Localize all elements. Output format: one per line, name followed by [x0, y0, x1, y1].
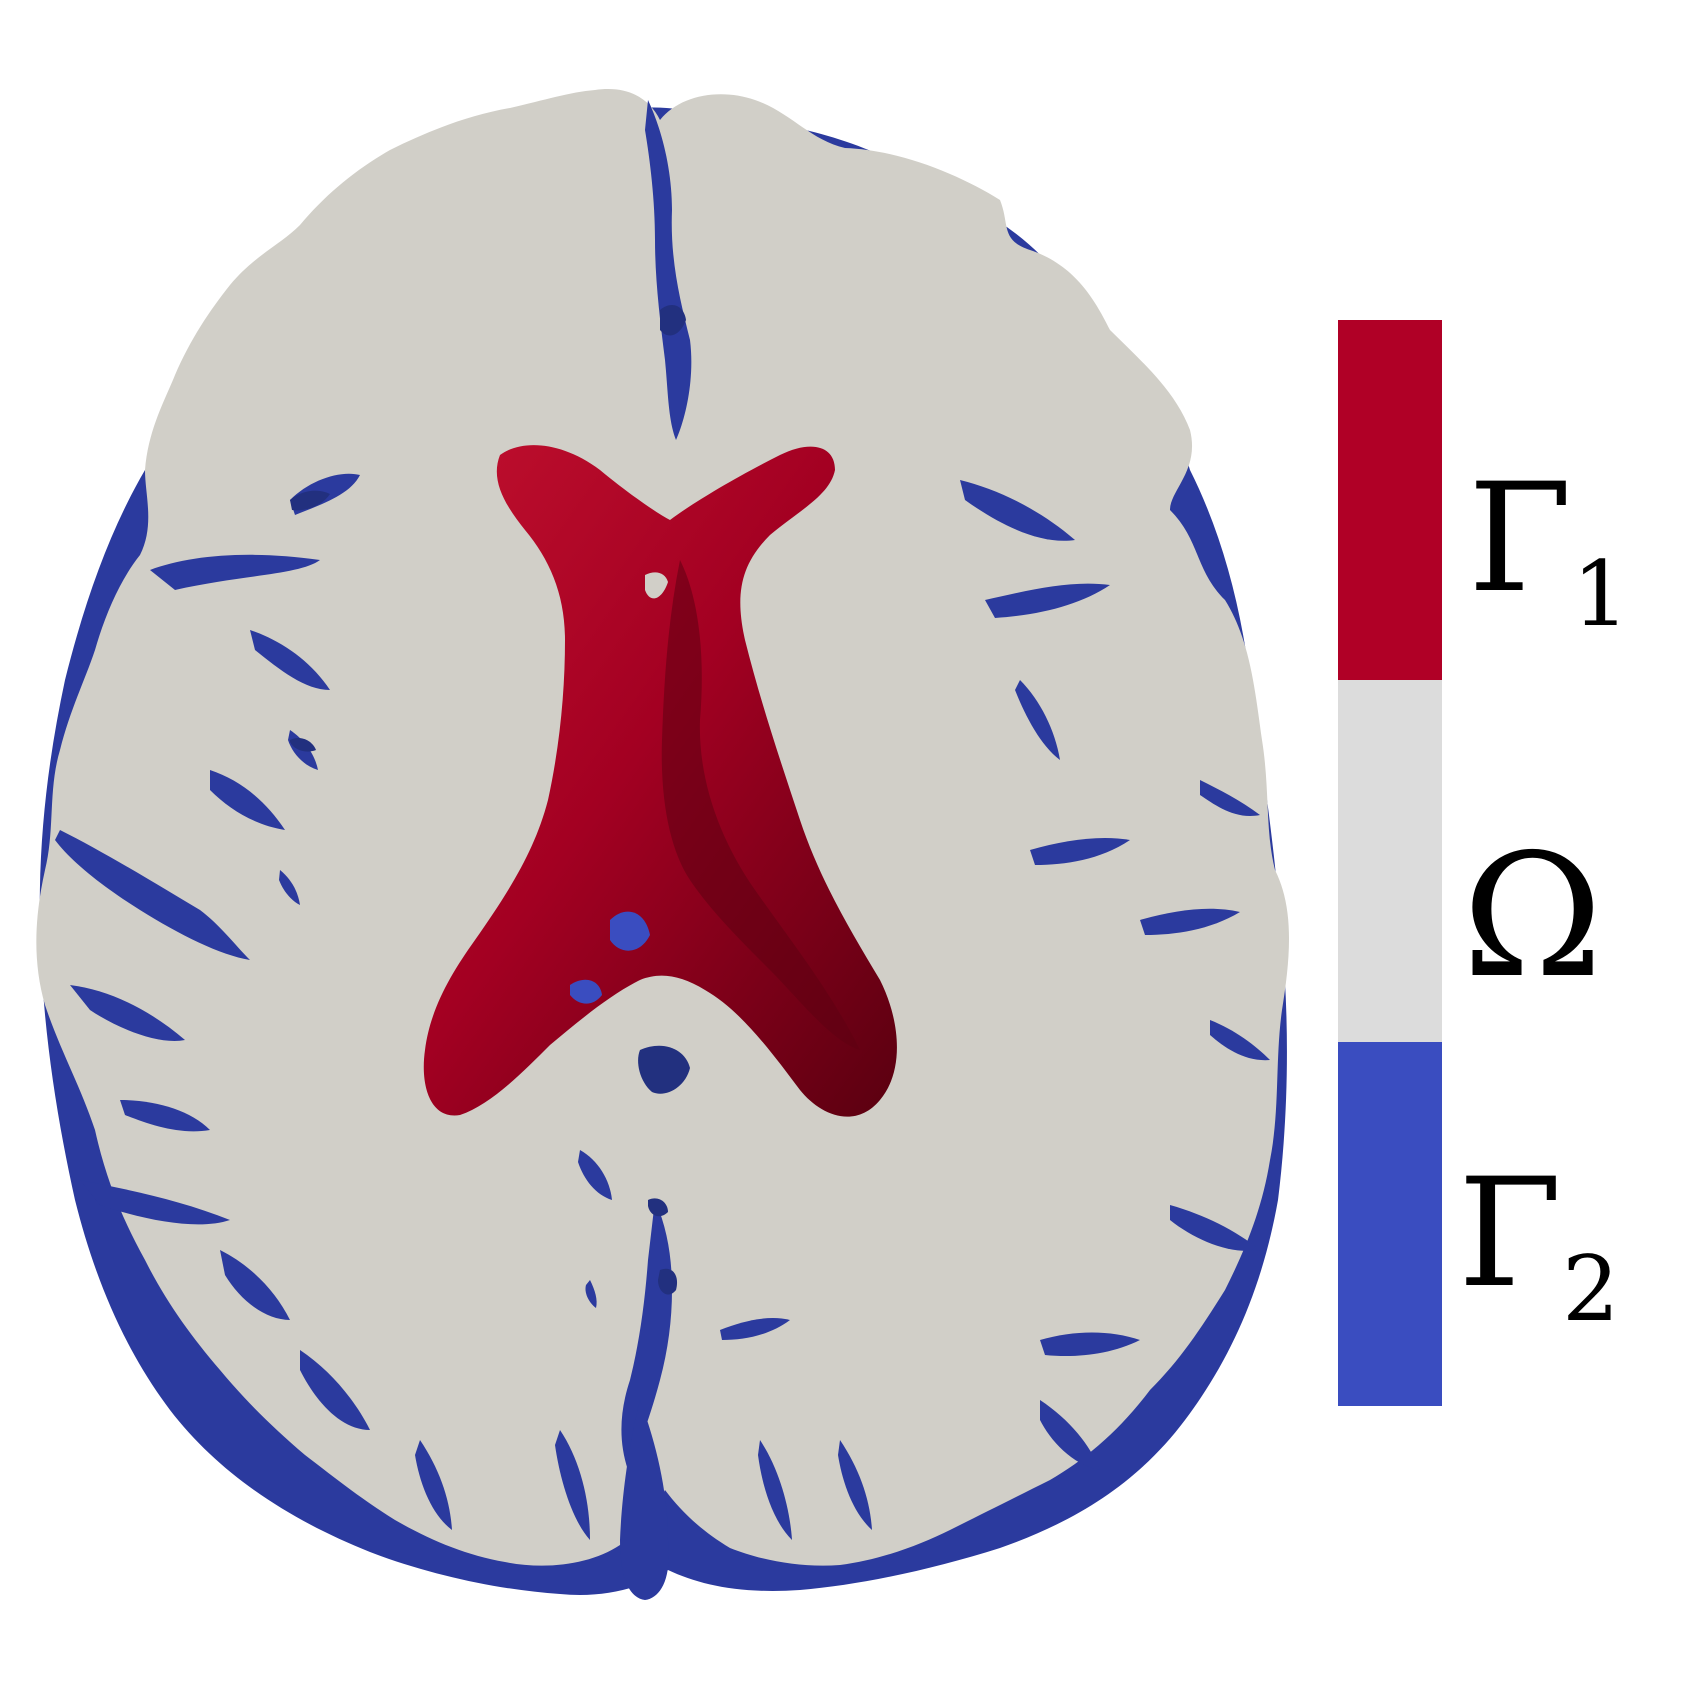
sulci-right — [720, 480, 1270, 1540]
ventricle-shading — [661, 560, 860, 1050]
legend-label-gamma1: Γ1 — [1468, 452, 1629, 647]
legend-swatch-gamma1 — [1338, 320, 1442, 680]
legend: Γ1 Ω Γ2 — [1338, 320, 1629, 1406]
legend-label-gamma2: Γ2 — [1458, 1147, 1619, 1342]
legend-swatch-gamma2 — [1338, 1042, 1442, 1406]
ventricle-floor-gamma2 — [570, 911, 650, 1004]
interhemispheric-fissure-posterior — [621, 1200, 672, 1470]
septum — [645, 572, 668, 599]
occipital-notch — [620, 1400, 669, 1600]
interhemispheric-fissure-anterior — [645, 100, 692, 440]
legend-swatch-omega — [1338, 680, 1442, 1042]
legend-label-omega: Ω — [1462, 818, 1603, 1016]
small-cavities — [290, 305, 690, 1295]
